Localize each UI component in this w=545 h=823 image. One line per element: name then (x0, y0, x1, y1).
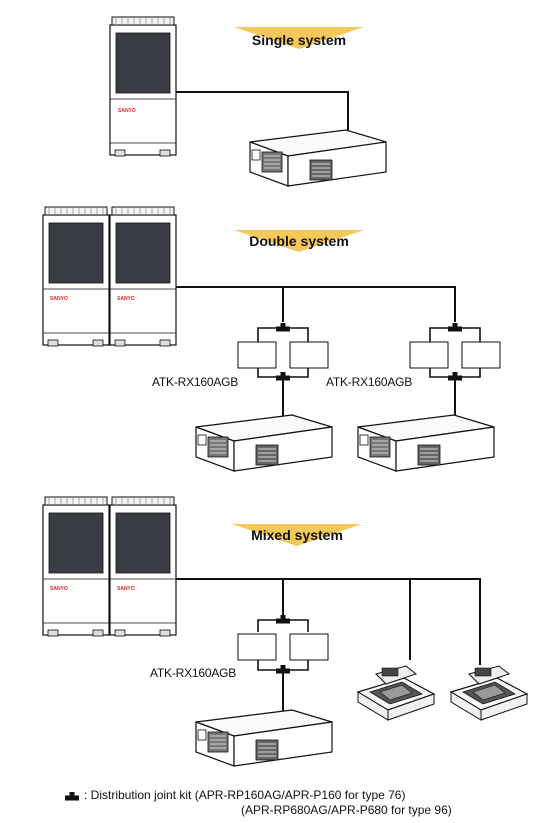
joint-kit-label: ATK-RX160AGB (326, 375, 413, 389)
distribution-joint-icon (448, 372, 462, 381)
joint-box (237, 633, 329, 661)
legend-line-1: : Distribution joint kit (APR-RP160AG/AP… (84, 788, 406, 802)
refrigerant-pipe (176, 286, 456, 322)
single-system-title: Single system (251, 32, 347, 48)
outdoor-unit-icon (109, 16, 177, 157)
refrigerant-pipe (176, 578, 481, 665)
joint-kit-label: ATK-RX160AGB (150, 666, 237, 680)
legend-line-2: (APR-RP680AG/APR-P680 for type 96) (241, 803, 452, 817)
joint-box (237, 341, 329, 369)
brand-logo: SANYO (117, 586, 135, 592)
cassette-unit-icon (357, 665, 435, 721)
joint-box (409, 341, 501, 369)
distribution-joint-icon (276, 665, 290, 674)
distribution-joint-icon (276, 615, 290, 624)
ducted-unit-icon (195, 709, 333, 767)
joint-kit-label: ATK-RX160AGB (152, 375, 239, 389)
brand-logo: SANYO (50, 296, 68, 302)
double-system-title: Double system (249, 233, 349, 249)
distribution-joint-icon (276, 372, 290, 381)
ducted-unit-icon (357, 414, 495, 472)
refrigerant-pipe (176, 91, 349, 136)
mixed-system-section: SANYO SANYO (42, 496, 528, 767)
brand-logo: SANYO (117, 296, 135, 302)
outdoor-unit-icon (42, 496, 110, 637)
ducted-unit-icon (249, 129, 387, 187)
distribution-joint-icon (276, 323, 290, 332)
legend-joint-icon (65, 792, 79, 801)
ducted-unit-icon (195, 414, 333, 472)
brand-logo: SANYO (118, 108, 136, 114)
outdoor-unit-icon (109, 206, 177, 347)
distribution-joint-icon (448, 323, 462, 332)
brand-logo: SANYO (50, 586, 68, 592)
outdoor-unit-icon (42, 206, 110, 347)
cassette-unit-icon (450, 665, 528, 721)
single-system-section: SANYO (109, 16, 387, 187)
double-system-section: SANYO SANYO (42, 206, 501, 472)
outdoor-unit-icon (109, 496, 177, 637)
mixed-system-title: Mixed system (251, 527, 343, 543)
